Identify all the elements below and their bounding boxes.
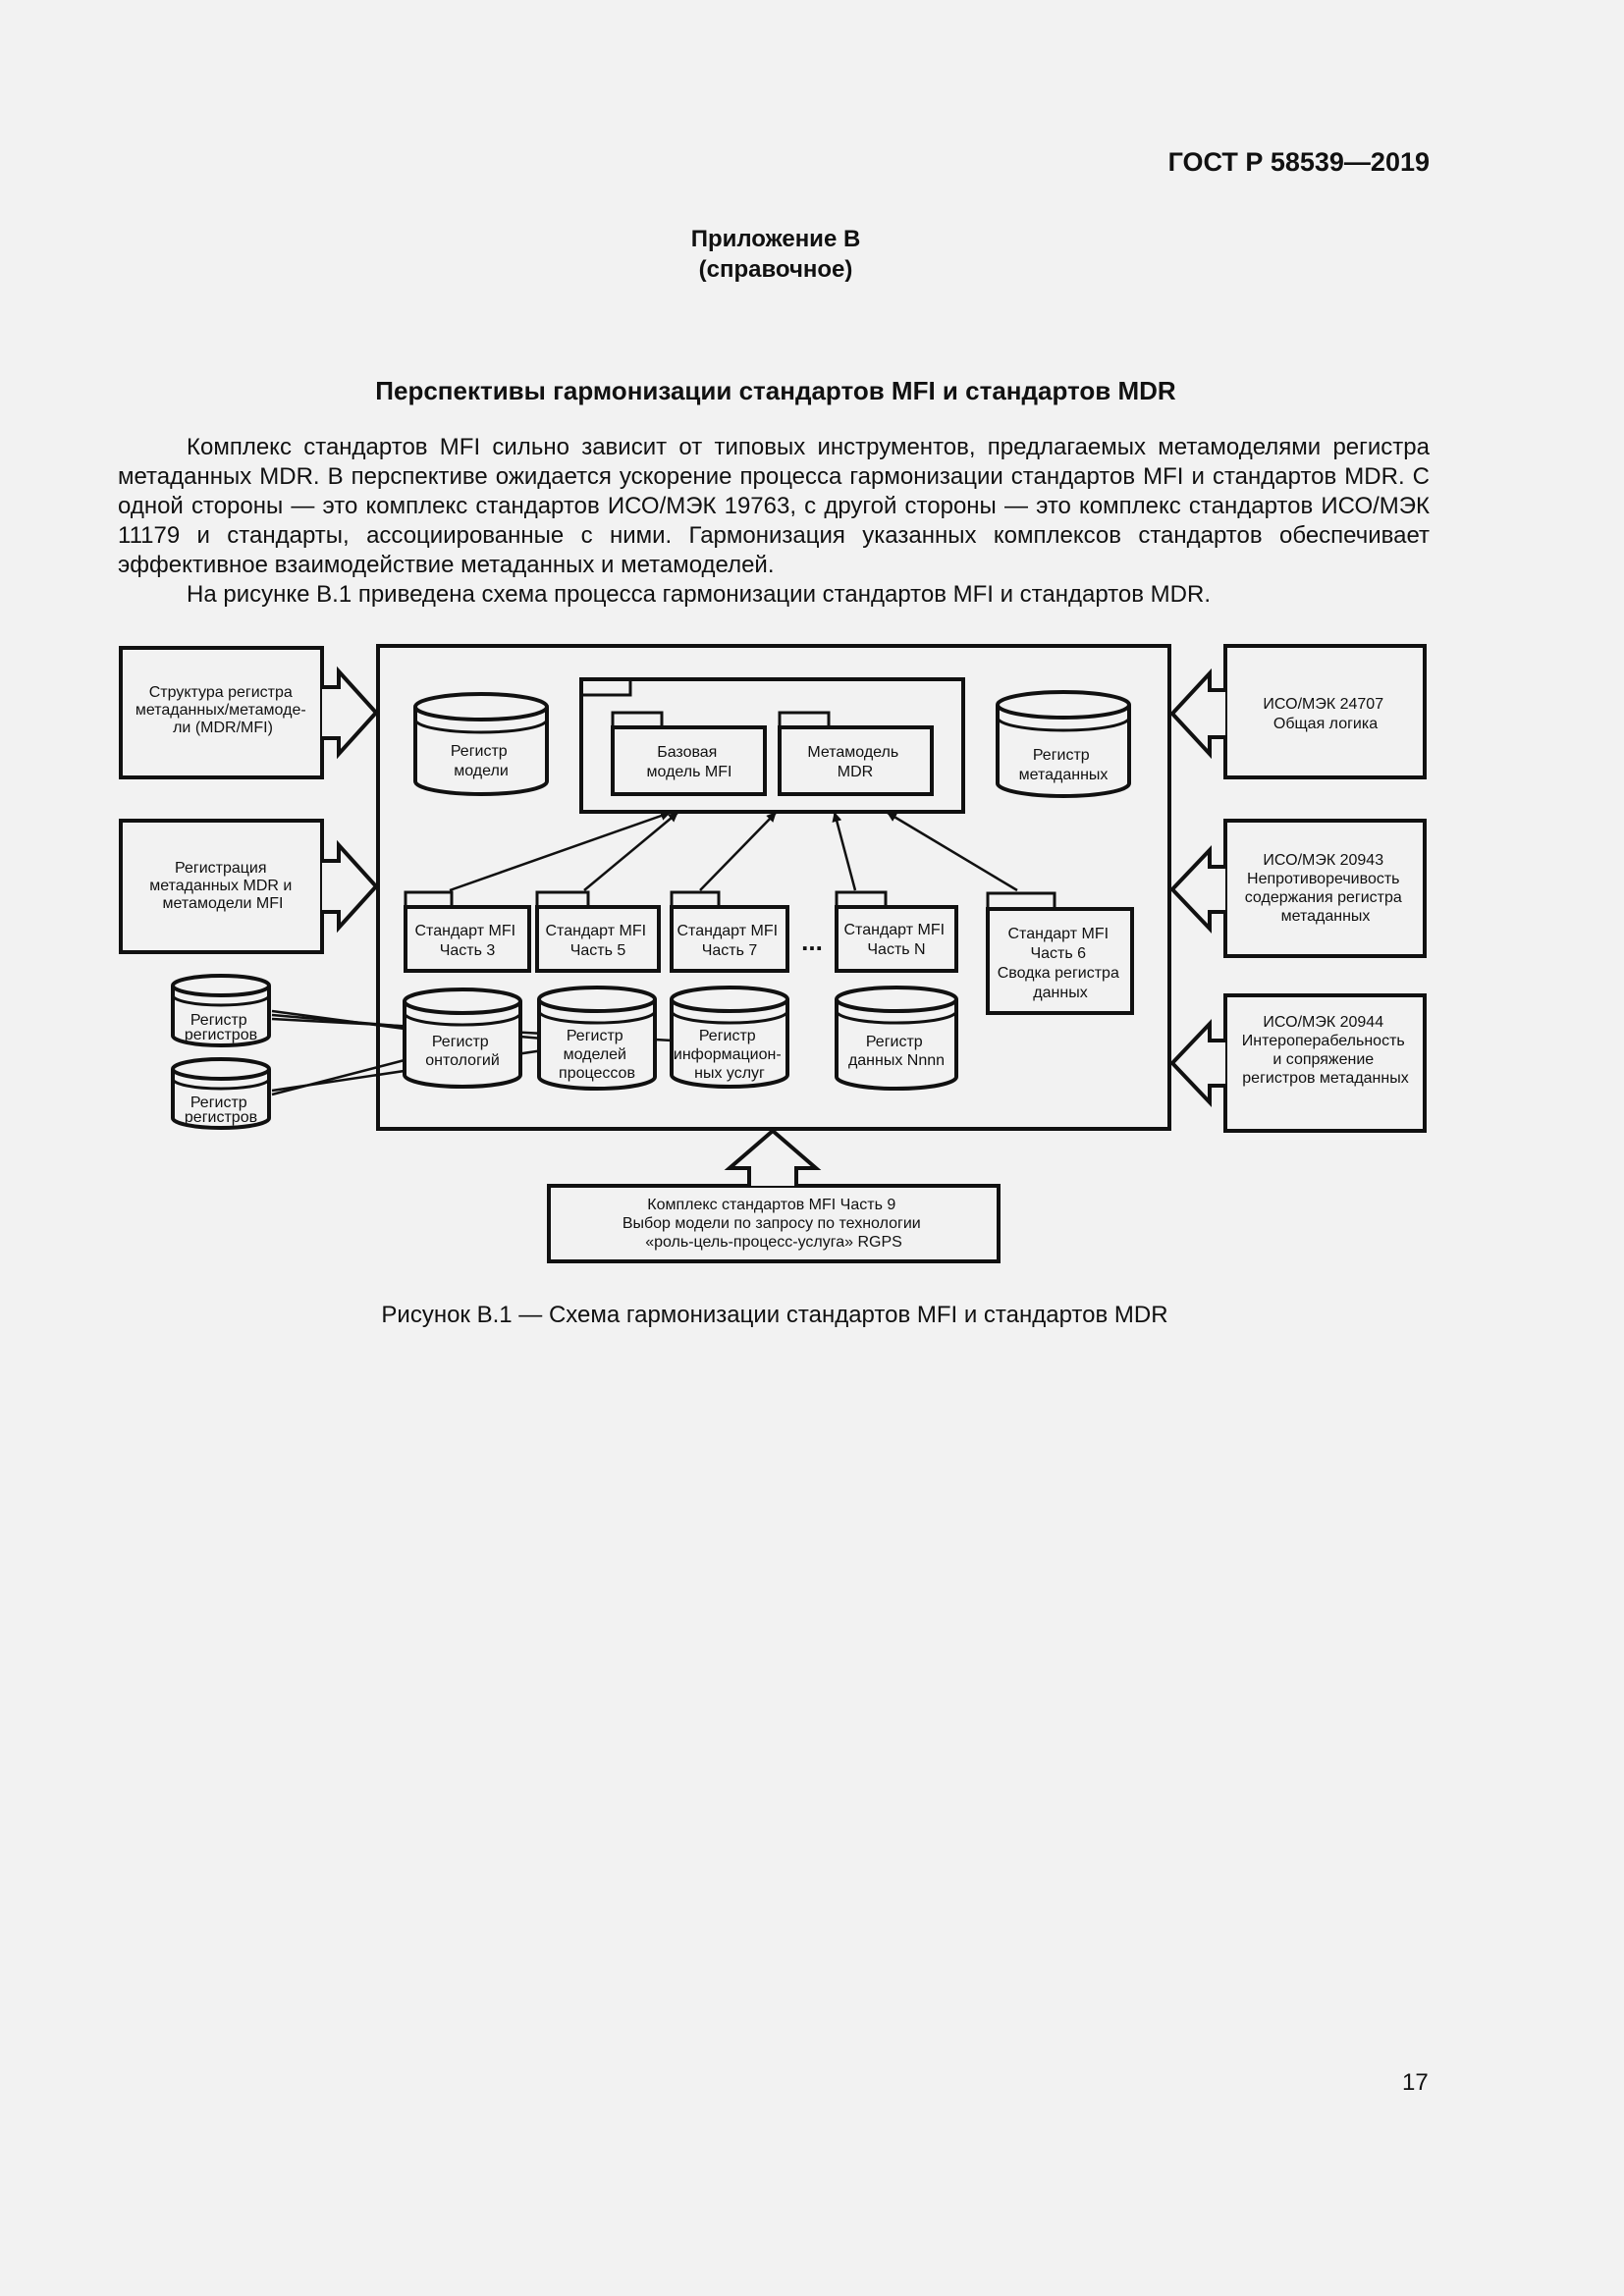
right-input-label: ИСО/МЭК 20943 Непротиворечивость содержа…: [1245, 852, 1407, 925]
appendix-title: Приложение В: [690, 226, 861, 252]
model-registry-label: Регистр модели: [451, 743, 512, 779]
standard-part-3: Стандарт MFI Часть 3: [404, 890, 531, 973]
metadata-registry-cylinder: Регистр метаданных: [996, 690, 1131, 798]
standard-part-5: Стандарт MFI Часть 5: [535, 890, 661, 973]
standard-label: Стандарт MFI Часть 3: [415, 923, 520, 959]
base-model-package: Базовая модель MFI: [611, 711, 767, 796]
ellipsis: ...: [801, 927, 823, 956]
info-services-registry-label: Регистр информацион- ных услуг: [674, 1028, 785, 1082]
ontology-registry-cylinder: Регистр онтологий: [403, 988, 522, 1089]
right-input-2: ИСО/МЭК 20943 Непротиворечивость содержа…: [1169, 819, 1427, 958]
paragraph: Комплекс стандартов MFI сильно зависит о…: [118, 434, 1430, 578]
bottom-input-label: Комплекс стандартов MFI Часть 9 Выбор мо…: [623, 1197, 925, 1251]
standard-label: Стандарт MFI Часть N: [844, 922, 949, 958]
document-code: ГОСТ Р 58539—2019: [1167, 147, 1430, 177]
standard-part-n: Стандарт MFI Часть N: [835, 890, 958, 973]
data-registry-cylinder: Регистр данных Nnnn: [835, 986, 958, 1091]
ontology-registry-label: Регистр онтологий: [425, 1034, 500, 1069]
standard-label: Стандарт MFI Часть 6 Сводка регистра дан…: [998, 926, 1124, 1001]
data-registry-label: Регистр данных Nnnn: [848, 1034, 945, 1069]
process-models-registry-cylinder: Регистр моделей процессов: [537, 986, 657, 1091]
info-services-registry-cylinder: Регистр информацион- ных услуг: [670, 986, 789, 1089]
paragraph: На рисунке В.1 приведена схема процесса …: [187, 581, 1211, 608]
metadata-registry-label: Регистр метаданных: [1019, 747, 1109, 783]
association-arrows: [449, 811, 1018, 892]
registry-of-registries-label: Регистр регистров: [185, 1095, 257, 1126]
page-number: 17: [1402, 2069, 1429, 2096]
registry-of-registries-label: Регистр регистров: [185, 1012, 257, 1043]
registry-of-registries-1: Регистр регистров: [171, 974, 271, 1047]
right-input-1: ИСО/МЭК 24707 Общая логика: [1169, 644, 1427, 779]
standard-label: Стандарт MFI Часть 5: [546, 923, 651, 959]
standard-part-7: Стандарт MFI Часть 7: [670, 890, 789, 973]
left-input-1: Структура регистра метаданных/метамоде- …: [119, 646, 379, 779]
core-package: [579, 677, 965, 814]
right-input-3: ИСО/МЭК 20944 Интероперабельность и сопр…: [1169, 993, 1427, 1133]
metamodel-package: Метамодель MDR: [778, 711, 934, 796]
figure-caption: Рисунок В.1 — Схема гармонизации стандар…: [381, 1302, 1168, 1328]
main-frame: [376, 644, 1171, 1131]
body-text: Комплекс стандартов MFI сильно зависит о…: [118, 433, 1430, 610]
bottom-input: Комплекс стандартов MFI Часть 9 Выбор мо…: [547, 1128, 1001, 1263]
standard-part-6: Стандарт MFI Часть 6 Сводка регистра дан…: [986, 891, 1134, 1015]
right-input-label: ИСО/МЭК 24707 Общая логика: [1263, 696, 1387, 732]
right-input-label: ИСО/МЭК 20944 Интероперабельность и сопр…: [1242, 1014, 1409, 1087]
left-input-label: Структура регистра метаданных/метамоде- …: [135, 684, 310, 736]
left-input-2: Регистрация метаданных MDR и метамодели …: [119, 819, 379, 954]
appendix-subtitle: (справочное): [698, 256, 853, 283]
standard-label: Стандарт MFI Часть 7: [677, 923, 783, 959]
base-model-label: Базовая модель MFI: [647, 744, 732, 780]
metamodel-label: Метамодель MDR: [807, 744, 902, 780]
process-models-registry-label: Регистр моделей процессов: [559, 1028, 635, 1082]
section-title: Перспективы гармонизации стандартов MFI …: [375, 376, 1176, 405]
left-input-label: Регистрация метаданных MDR и метамодели …: [149, 860, 297, 912]
registry-of-registries-2: Регистр регистров: [171, 1057, 271, 1130]
model-registry-cylinder: Регистр модели: [413, 692, 549, 796]
